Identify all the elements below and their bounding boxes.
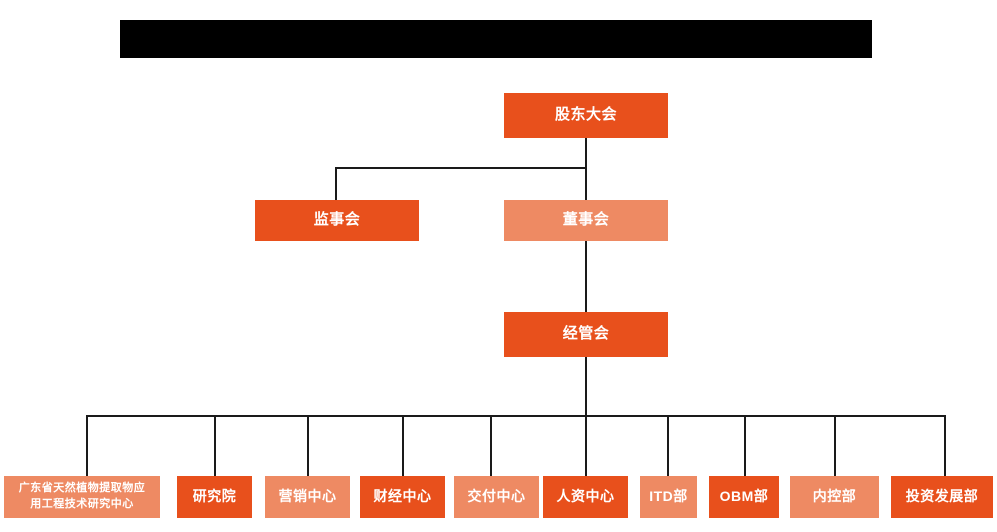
redacted-title-bar xyxy=(120,20,872,58)
node-management-committee[interactable]: 经管会 xyxy=(504,312,668,357)
department-node-6-label: 人资中心 xyxy=(556,488,615,505)
department-node-2[interactable]: 研究院 xyxy=(177,476,252,518)
connector-drop-dept-2 xyxy=(214,415,216,476)
department-node-9[interactable]: 内控部 xyxy=(790,476,879,518)
connector-drop-dept-8 xyxy=(744,415,746,476)
connector-drop-dept-5 xyxy=(490,415,492,476)
node-supervisory-board-label: 监事会 xyxy=(313,211,361,229)
department-node-8[interactable]: OBM部 xyxy=(709,476,779,518)
node-shareholders-meeting[interactable]: 股东大会 xyxy=(504,93,668,138)
department-node-7-label: ITD部 xyxy=(649,488,688,505)
department-node-9-label: 内控部 xyxy=(812,488,857,505)
node-board-of-directors-label: 董事会 xyxy=(562,211,610,229)
department-node-1[interactable]: 广东省天然植物提取物应 用工程技术研究中心 xyxy=(4,476,160,518)
connector-department-bus xyxy=(86,415,945,417)
connector-drop-dept-6 xyxy=(585,415,587,476)
department-node-5[interactable]: 交付中心 xyxy=(454,476,539,518)
node-board-of-directors[interactable]: 董事会 xyxy=(504,200,668,241)
connector-branch-to-supervisory xyxy=(336,167,587,169)
connector-drop-dept-9 xyxy=(834,415,836,476)
department-node-7[interactable]: ITD部 xyxy=(640,476,697,518)
department-node-10[interactable]: 投资发展部 xyxy=(891,476,993,518)
department-node-10-label: 投资发展部 xyxy=(905,488,979,505)
department-node-6[interactable]: 人资中心 xyxy=(543,476,628,518)
connector-drop-dept-4 xyxy=(402,415,404,476)
department-node-4[interactable]: 财经中心 xyxy=(360,476,445,518)
department-node-2-label: 研究院 xyxy=(192,488,237,505)
connector-management-to-bus xyxy=(585,357,587,417)
node-supervisory-board[interactable]: 监事会 xyxy=(255,200,419,241)
node-management-committee-label: 经管会 xyxy=(562,325,610,343)
department-node-3[interactable]: 营销中心 xyxy=(265,476,350,518)
connector-drop-supervisory xyxy=(335,167,337,200)
connector-shareholders-to-board xyxy=(585,138,587,200)
department-node-1-label: 广东省天然植物提取物应 用工程技术研究中心 xyxy=(18,482,146,510)
connector-drop-dept-10 xyxy=(944,415,946,476)
node-shareholders-meeting-label: 股东大会 xyxy=(554,106,617,124)
connector-drop-dept-3 xyxy=(307,415,309,476)
connector-board-to-management xyxy=(585,241,587,312)
department-node-8-label: OBM部 xyxy=(719,488,769,505)
department-node-4-label: 财经中心 xyxy=(373,488,432,505)
department-node-5-label: 交付中心 xyxy=(467,488,526,505)
connector-drop-dept-1 xyxy=(86,415,88,476)
connector-drop-dept-7 xyxy=(667,415,669,476)
department-node-3-label: 营销中心 xyxy=(278,488,337,505)
